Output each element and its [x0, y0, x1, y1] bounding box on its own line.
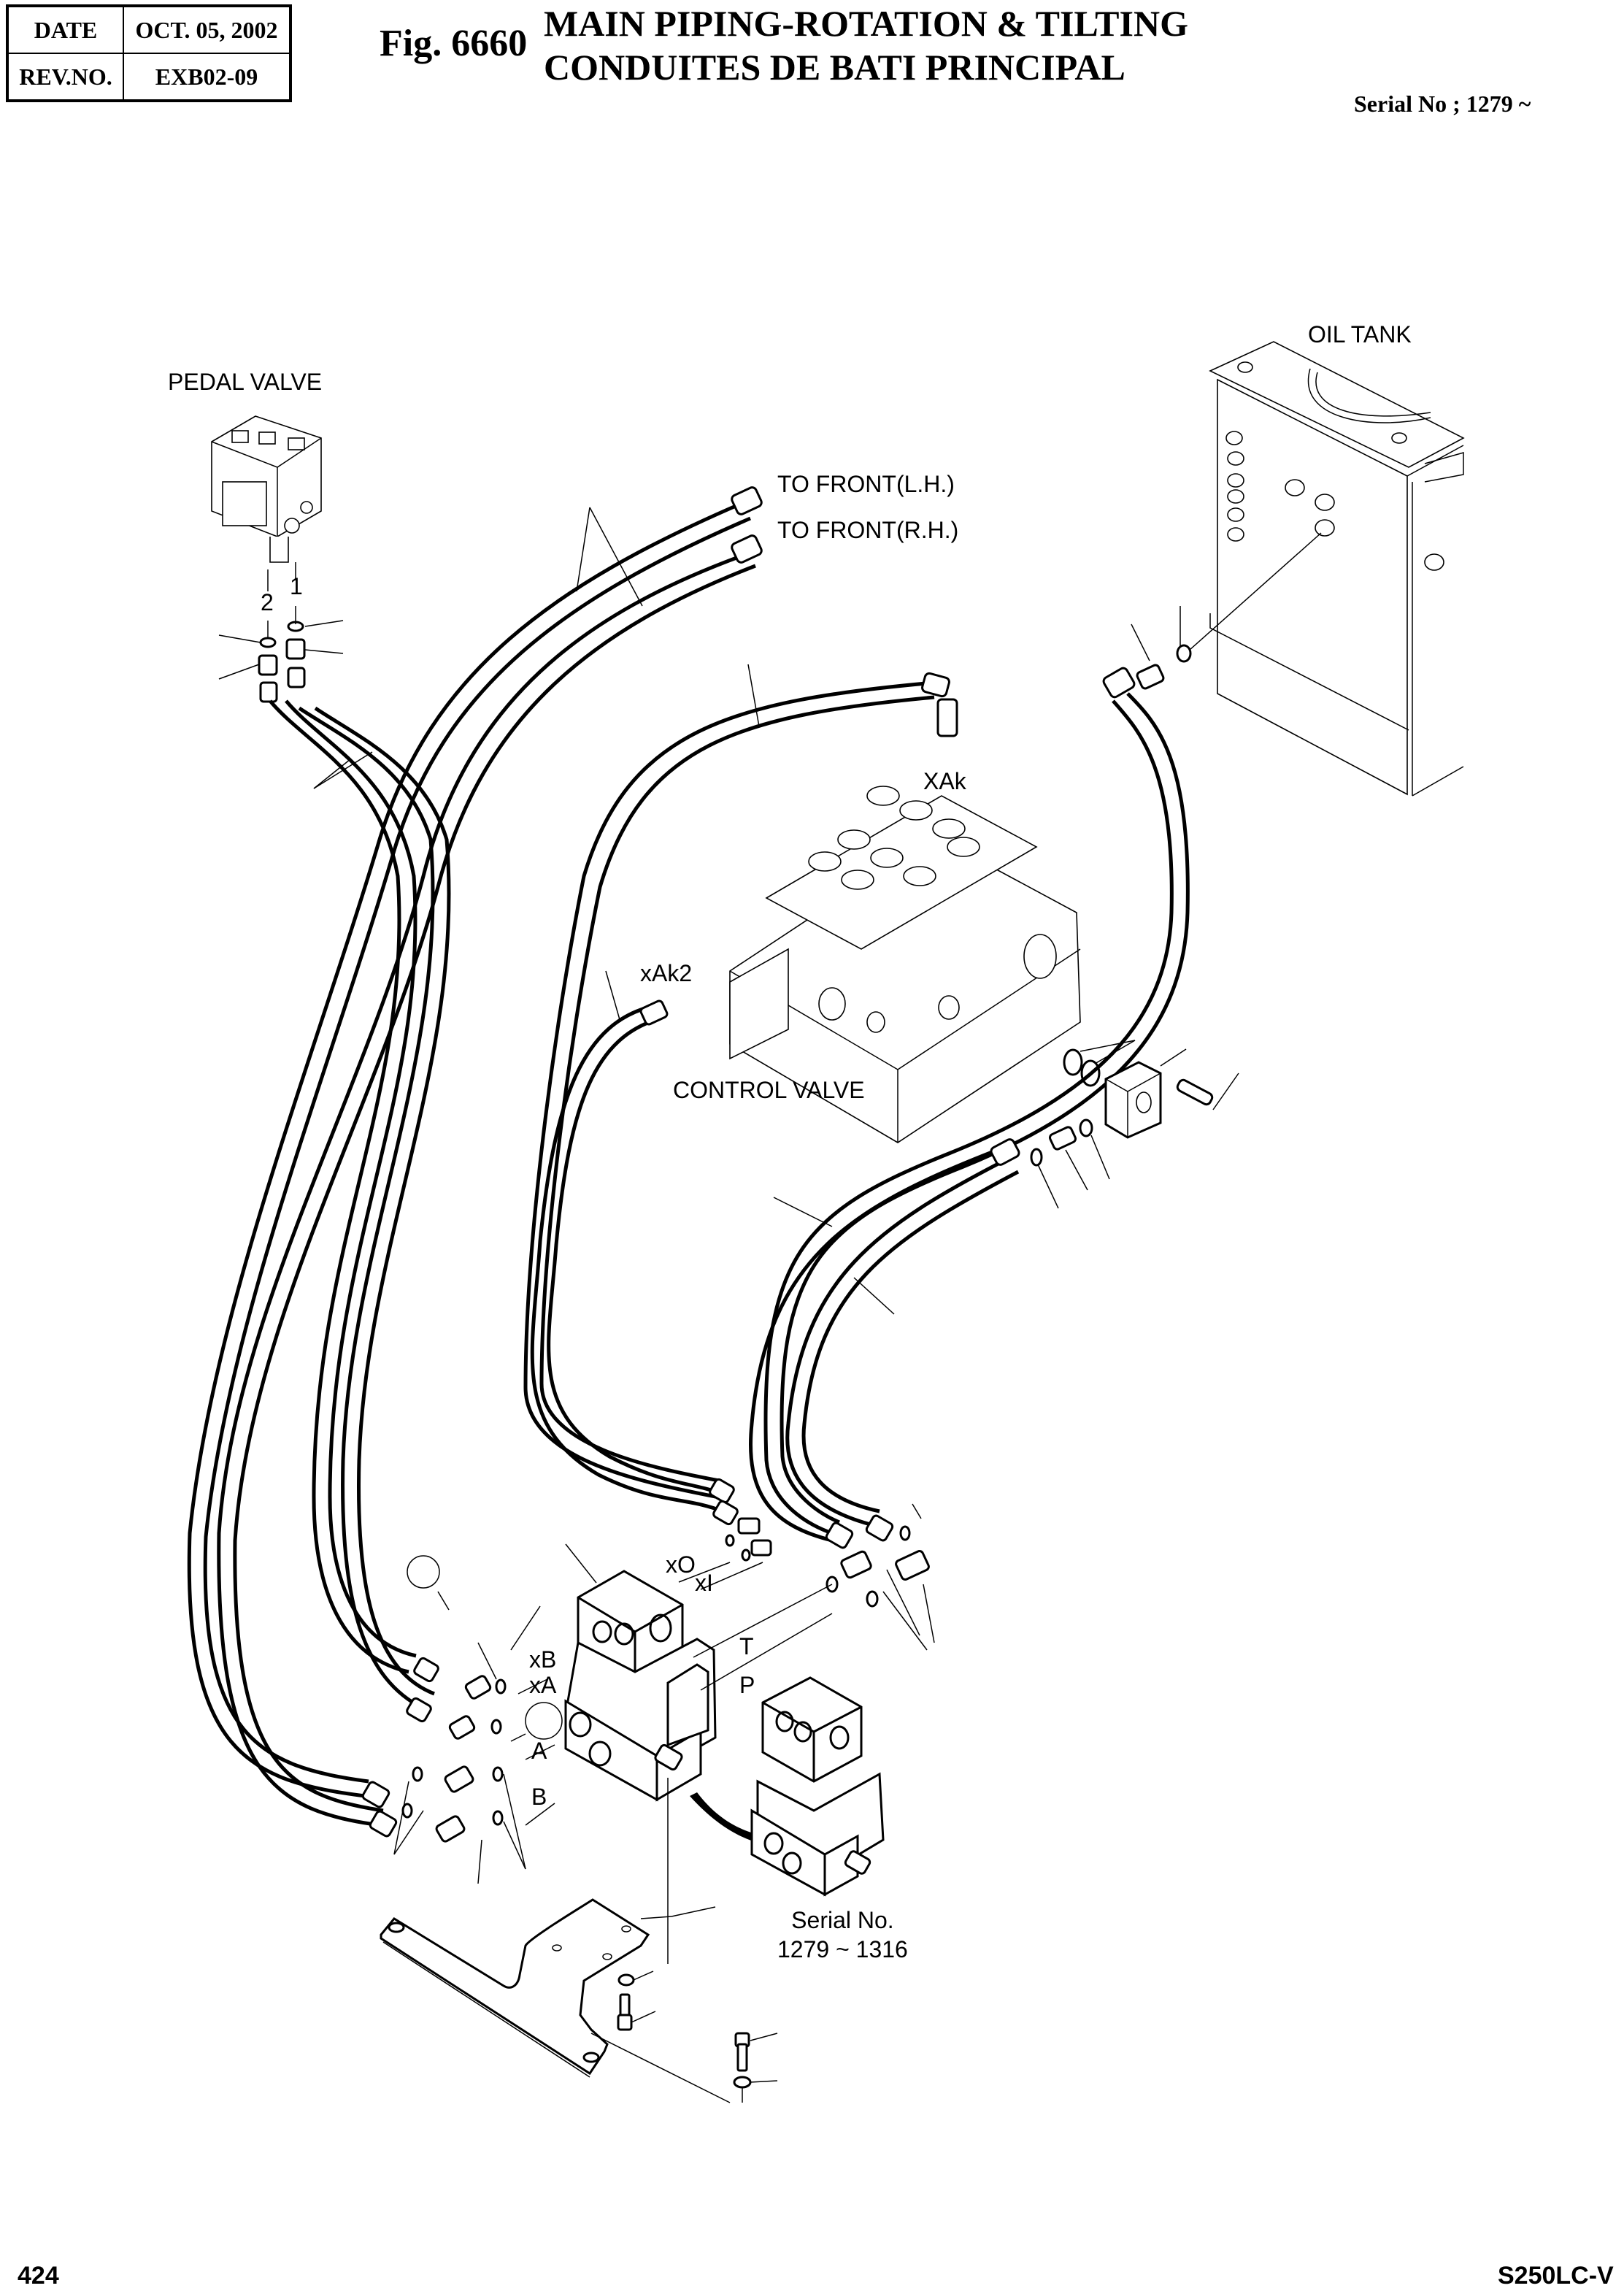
rotation-tilting-valve: [564, 1543, 717, 1964]
title-english: MAIN PIPING-ROTATION & TILTING: [544, 3, 1188, 44]
tank-return-fitting: [1131, 532, 1322, 690]
label-port-2: 2: [261, 589, 274, 615]
label-to-front-lh: TO FRONT(L.H.): [777, 471, 955, 497]
pedal-valve: [211, 415, 322, 563]
tank-port-bosses: [1225, 431, 1444, 571]
variant-serial-note: Serial No. 1279 ~ 1316: [777, 1906, 908, 1964]
flange-block-assembly: [1030, 1040, 1239, 1209]
label-port-b: B: [531, 1784, 547, 1810]
bracket-hardware: [617, 1970, 778, 2103]
pedal-port-fittings: [218, 562, 344, 703]
label-port-t: T: [739, 1633, 754, 1659]
revision-table: DATE OCT. 05, 2002 REV.NO. EXB02-09: [6, 4, 292, 102]
control-valve: [729, 786, 1081, 1143]
oil-tank: [1209, 341, 1465, 797]
page-number: 424: [18, 2262, 59, 2290]
rev-value: EXB02-09: [123, 53, 291, 101]
date-label: DATE: [7, 5, 124, 54]
title-french: CONDUITES DE BATI PRINCIPAL: [544, 47, 1125, 88]
variant-serial-label: Serial No.: [791, 1907, 894, 1933]
label-port-xak: XAk: [923, 768, 966, 794]
label-pedal-valve: PEDAL VALVE: [168, 369, 323, 395]
label-port-1: 1: [290, 573, 303, 599]
label-port-a: A: [531, 1738, 547, 1764]
label-port-xa: xA: [529, 1672, 557, 1698]
spool-caps: [808, 786, 980, 890]
hose-end-fittings: [361, 486, 1136, 1838]
label-oil-tank: OIL TANK: [1308, 321, 1412, 348]
hose-xak-to-rotation-valve: [523, 680, 935, 1499]
figure-number: Fig. 6660: [380, 23, 528, 64]
valve-port-fittings: [401, 1503, 935, 1843]
hose-bundle-left: [187, 502, 756, 1827]
serial-range: Serial No ; 1279 ~: [1354, 91, 1531, 117]
model-number: S250LC-V: [1498, 2262, 1614, 2290]
label-control-valve: CONTROL VALVE: [673, 1077, 865, 1103]
reference-circles: [407, 1555, 563, 1742]
mounting-bracket: [380, 1898, 731, 2103]
label-port-xi: xI: [695, 1570, 713, 1596]
label-to-front-rh: TO FRONT(R.H.): [777, 517, 959, 543]
date-value: OCT. 05, 2002: [123, 5, 291, 54]
label-port-xo: xO: [666, 1551, 696, 1578]
label-port-xak2: xAk2: [640, 960, 693, 986]
label-port-xb: xB: [529, 1646, 557, 1673]
alternate-rotation-valve: [690, 1676, 885, 1897]
label-port-p: P: [739, 1672, 755, 1698]
hose-tp-lines: [749, 1144, 1020, 1543]
figure-title: MAIN PIPING-ROTATION & TILTING CONDUITES…: [544, 1, 1188, 89]
leader-lines: [313, 507, 895, 1884]
variant-serial-range: 1279 ~ 1316: [777, 1936, 908, 1962]
rev-label: REV.NO.: [7, 53, 124, 101]
hose-xak2-to-rotation-valve: [530, 1004, 727, 1513]
